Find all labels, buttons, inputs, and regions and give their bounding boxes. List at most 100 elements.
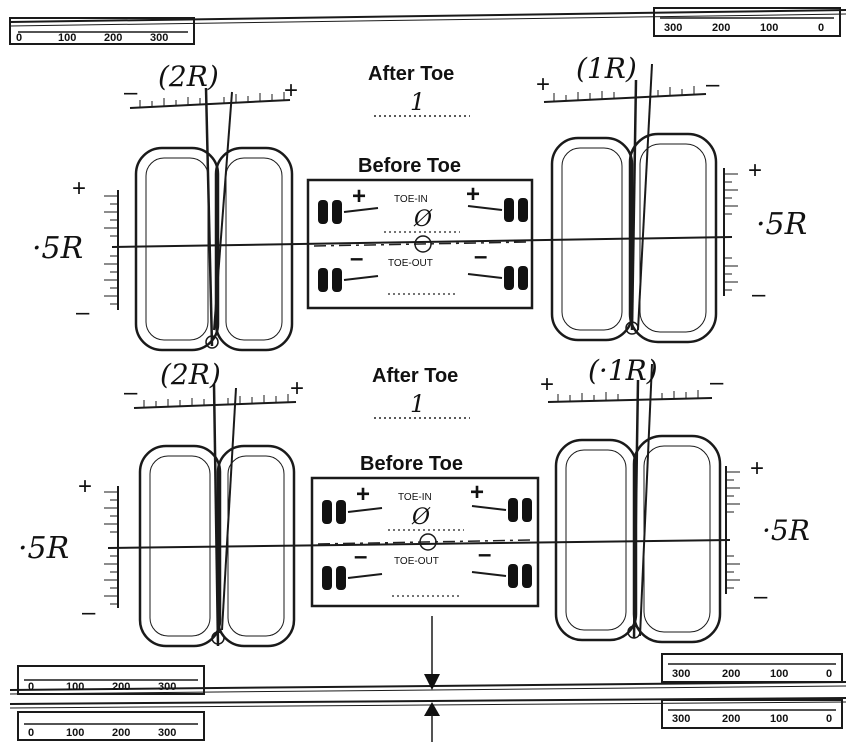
camber-minus: – [752, 281, 766, 308]
ruler-top-left: 0 100 200 300 [9, 17, 195, 45]
left-camber-scale: + – ·5R [18, 473, 119, 626]
ruler-tick-label: 300 [672, 713, 690, 725]
right-toe-scale: + – (·1R) [540, 354, 724, 403]
ruler-tick-label: 300 [158, 681, 176, 693]
left-dual-wheel [138, 383, 296, 648]
toe-in-label: TOE-IN [398, 492, 432, 503]
ruler-tick-label: 0 [16, 32, 22, 44]
before-toe-value: Ø [413, 207, 433, 232]
ruler-tick-label: 300 [672, 668, 690, 680]
ruler-tick-label: 200 [722, 668, 740, 680]
camber-plus: + [750, 455, 764, 482]
after-toe-label: After Toe [368, 63, 454, 85]
left-dual-wheel [134, 87, 294, 352]
ruler-tick-label: 200 [112, 681, 130, 693]
ruler-top-right: 300 200 100 0 [653, 7, 841, 37]
ruler-tick-label: 100 [770, 713, 788, 725]
ruler-tick-label: 0 [826, 713, 832, 725]
indicator-plus: + [356, 481, 370, 508]
left-camber-value: ·5R [18, 531, 69, 566]
ruler-tick-label: 300 [150, 32, 168, 44]
ruler-bottom-left-1: 0 100 200 300 [17, 665, 205, 695]
arrow-down-icon [424, 674, 440, 690]
top-rail [9, 9, 846, 27]
axle-centerline [111, 236, 733, 248]
before-toe-label: Before Toe [358, 155, 461, 177]
bottom-rail [9, 616, 846, 742]
mini-tire-icon [467, 266, 528, 290]
ruler-tick-label: 100 [66, 681, 84, 693]
camber-minus: – [82, 599, 96, 626]
scale-plus: + [290, 375, 304, 402]
mini-tire-icon [318, 268, 379, 292]
left-toe-scale: – + (2R) [124, 358, 304, 409]
toe-indicator-panel: + + – – TOE-IN TOE-OUT Ø [306, 178, 534, 310]
ruler-tick-label: 100 [770, 668, 788, 680]
mini-tire-icon [471, 564, 532, 588]
ruler-tick-label: 100 [58, 32, 76, 44]
ruler-tick-label: 100 [66, 727, 84, 739]
mini-tire-icon [467, 198, 528, 222]
left-camber-scale: + – ·5R [32, 175, 119, 326]
before-toe-label: Before Toe [360, 453, 463, 475]
toe-out-label: TOE-OUT [394, 556, 439, 567]
right-wheel-tag: (1R) [576, 52, 637, 85]
scale-minus: – [124, 379, 138, 406]
right-dual-wheel [554, 363, 722, 644]
camber-plus: + [78, 473, 92, 500]
scale-plus: + [540, 371, 554, 398]
ruler-tick-label: 300 [664, 22, 682, 34]
mini-tire-icon [471, 498, 532, 522]
right-dual-wheel [550, 63, 718, 344]
mini-tire-icon [322, 500, 383, 524]
toe-out-label: TOE-OUT [388, 258, 433, 269]
ruler-tick-label: 200 [712, 22, 730, 34]
toe-in-label: TOE-IN [394, 194, 428, 205]
upper-axle: – + (2R) + – ·5R + – (1R) [32, 52, 807, 352]
arrow-up-icon [424, 702, 440, 716]
camber-plus: + [72, 175, 86, 202]
indicator-plus: + [466, 181, 480, 208]
indicator-plus: + [352, 183, 366, 210]
after-toe-label: After Toe [372, 365, 458, 387]
right-camber-value: ·5R [762, 514, 810, 547]
camber-plus: + [748, 157, 762, 184]
left-wheel-tag: (2R) [160, 358, 221, 391]
right-toe-scale: + – (1R) [536, 52, 720, 103]
right-wheel-tag: (·1R) [588, 354, 658, 387]
left-camber-value: ·5R [32, 231, 83, 266]
after-toe-value: 1 [410, 390, 425, 418]
ruler-tick-label: 0 [28, 727, 34, 739]
scale-minus: – [124, 79, 138, 106]
right-camber-scale: + – ·5R [725, 455, 810, 610]
scale-plus: + [284, 77, 298, 104]
scale-minus: – [710, 369, 724, 396]
ruler-tick-label: 200 [104, 32, 122, 44]
lower-axle: – + (2R) + – ·5R + – (·1R) [18, 354, 810, 648]
scale-plus: + [536, 71, 550, 98]
right-camber-value: ·5R [756, 207, 807, 242]
before-toe-value: Ø [411, 505, 431, 530]
ruler-bottom-right-2: 300 200 100 0 [661, 699, 843, 729]
right-camber-scale: + – ·5R [723, 157, 807, 308]
left-toe-scale: – + (2R) [124, 60, 298, 109]
toe-indicator-panel: + + – – TOE-IN TOE-OUT Ø [310, 476, 540, 608]
indicator-plus: + [470, 479, 484, 506]
ruler-tick-label: 0 [826, 668, 832, 680]
mini-tire-icon [318, 200, 379, 224]
camber-minus: – [76, 299, 90, 326]
ruler-tick-label: 0 [818, 22, 824, 34]
ruler-tick-label: 0 [28, 681, 34, 693]
mini-tire-icon [322, 566, 383, 590]
ruler-tick-label: 100 [760, 22, 778, 34]
ruler-tick-label: 300 [158, 727, 176, 739]
ruler-tick-label: 200 [722, 713, 740, 725]
indicator-minus: – [478, 541, 491, 568]
indicator-minus: – [350, 245, 363, 272]
ruler-tick-label: 200 [112, 727, 130, 739]
camber-minus: – [754, 583, 768, 610]
scale-minus: – [706, 71, 720, 98]
after-toe-value: 1 [410, 88, 425, 116]
ruler-bottom-right-1: 300 200 100 0 [661, 653, 843, 683]
